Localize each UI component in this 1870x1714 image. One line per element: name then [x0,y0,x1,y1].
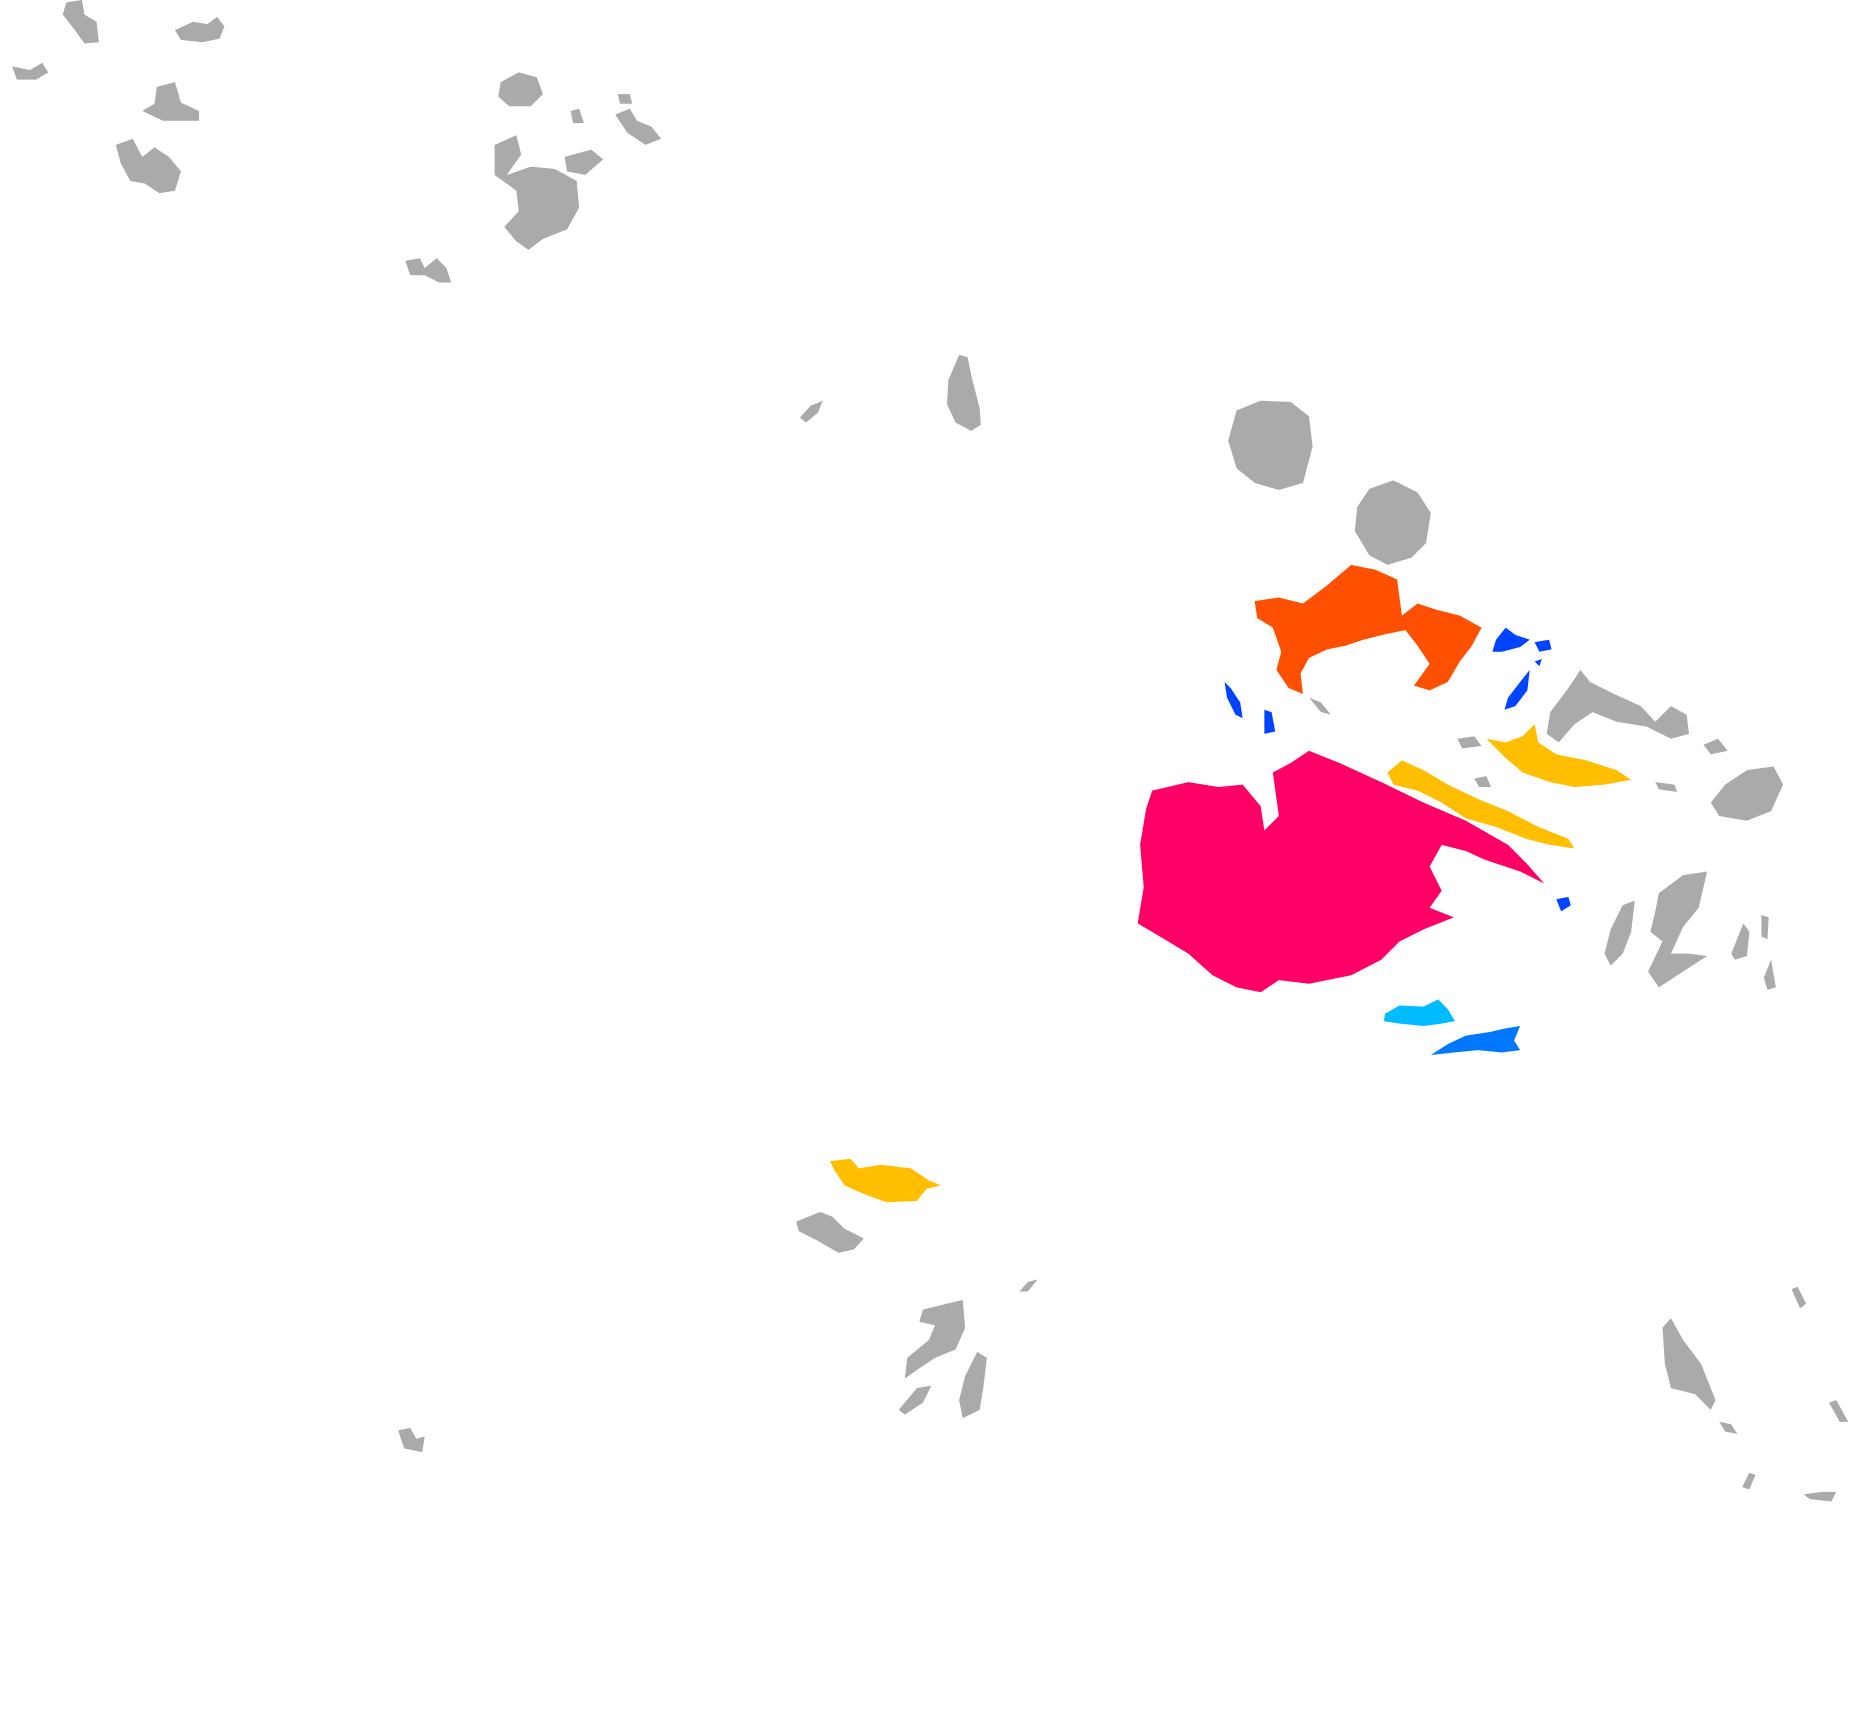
island [1828,1400,1849,1422]
island [898,1385,932,1415]
island [904,1299,966,1379]
island [947,354,981,431]
island [12,62,49,80]
highlighted-island-azure [1430,1025,1521,1055]
island [796,1211,864,1253]
island [498,72,543,107]
island [1655,782,1677,792]
island [1457,736,1482,749]
island [1486,724,1632,787]
island [1228,400,1313,491]
island [174,16,225,43]
highlighted-island-north [1254,564,1482,695]
island [830,1158,942,1203]
island [398,1427,425,1453]
island [1703,738,1728,755]
island [62,0,99,44]
island [115,138,181,194]
island [1309,697,1331,715]
island [799,400,823,423]
island [1474,776,1492,787]
yellow-islands [830,724,1632,1203]
island [959,1351,987,1419]
highlighted-island-cyan [1383,999,1455,1026]
island [1492,627,1530,652]
island [617,94,633,104]
blue-islands [1224,627,1571,912]
island [405,258,452,283]
island [1019,1279,1038,1292]
island [1648,871,1708,988]
island [1710,766,1784,821]
island [1534,639,1552,652]
island [615,108,662,145]
island [1763,959,1776,990]
island [1662,1318,1716,1410]
island [1604,900,1635,966]
island [1791,1286,1807,1309]
island [142,82,200,121]
island [1719,1421,1738,1434]
island [1546,669,1690,743]
gray-islands [12,0,1849,1502]
island [1224,681,1243,719]
island [1761,914,1769,940]
island [1556,896,1571,912]
highlighted-island-large [1137,750,1545,993]
island [1387,760,1575,849]
island [564,149,604,176]
island [1354,480,1431,565]
island [494,135,580,250]
island [1504,669,1530,710]
island [1264,709,1276,734]
island [1731,923,1750,960]
island [1742,1472,1756,1490]
island [570,108,584,124]
island [1803,1491,1837,1502]
island [1534,659,1542,667]
